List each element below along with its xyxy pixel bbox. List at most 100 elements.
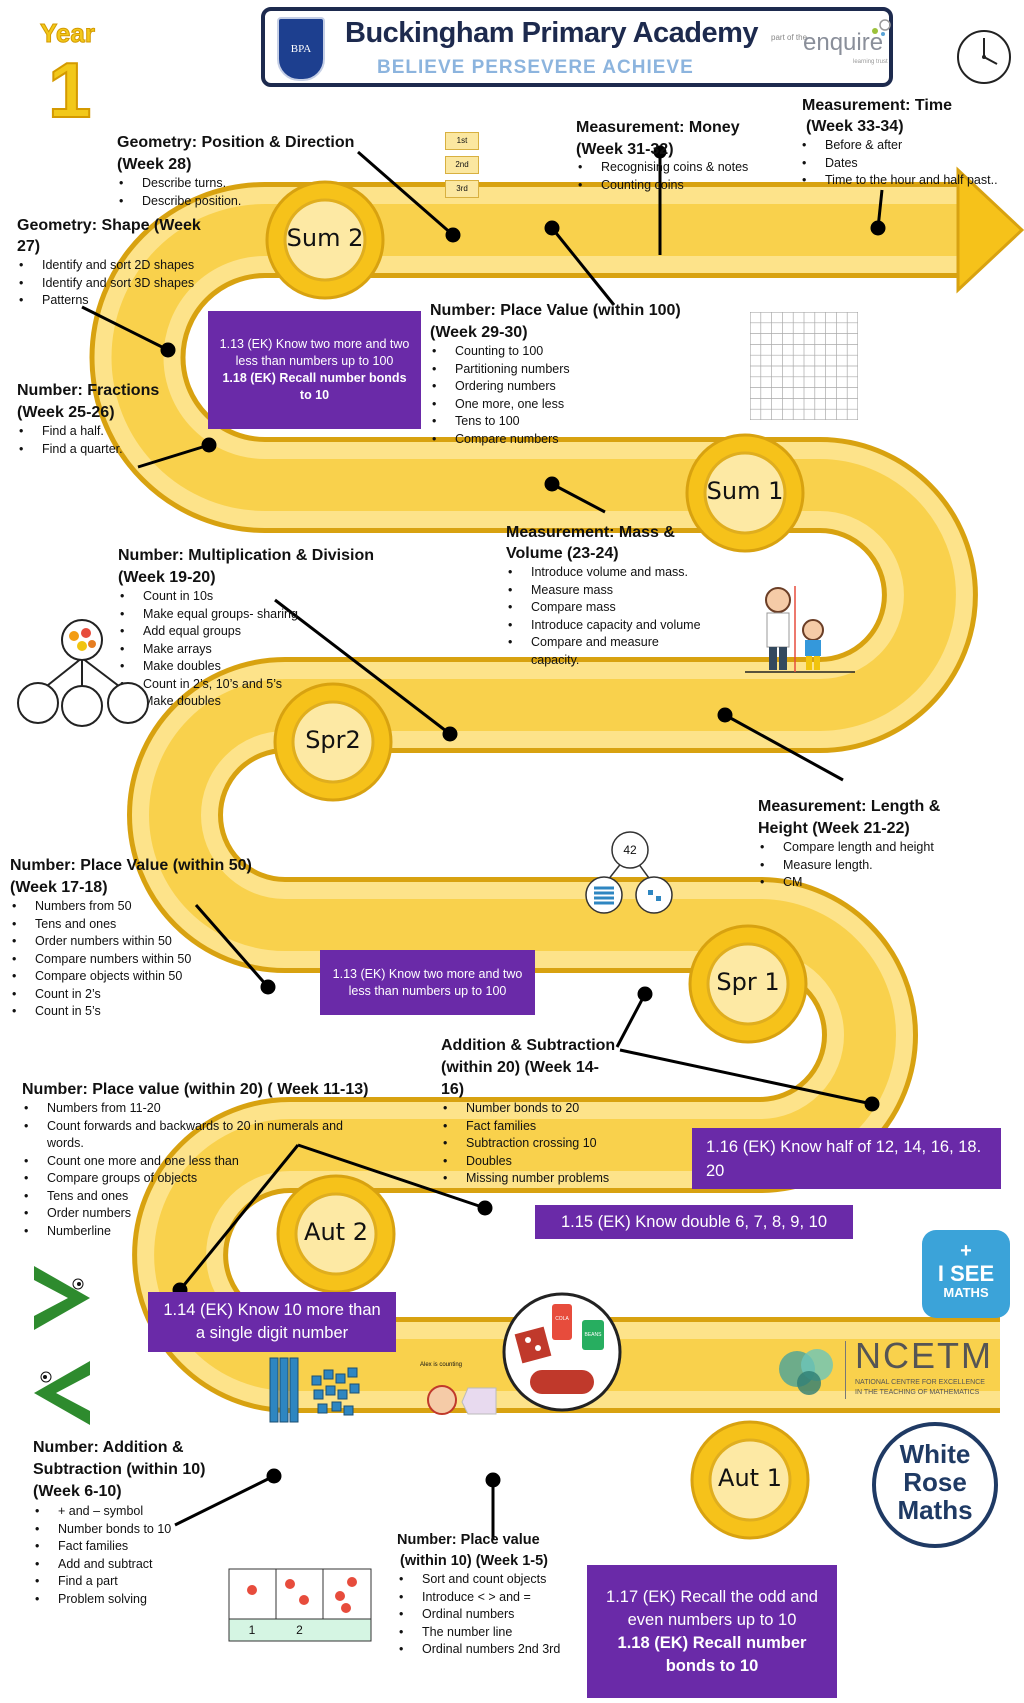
topic-position-title: Geometry: Position & Direction	[117, 134, 355, 151]
partner-small: part of the	[771, 33, 808, 42]
hub-sum1: Sum 1	[706, 477, 784, 505]
topic-mass-list: Introduce volume and mass. Measure mass …	[506, 564, 706, 669]
fruit-part-whole-picture	[10, 618, 155, 733]
list-item: Tens and ones	[10, 916, 230, 934]
list-item: Missing number problems	[441, 1170, 641, 1188]
list-item: Partitioning numbers	[430, 361, 630, 379]
list-item: Count one more and one less than	[22, 1153, 382, 1171]
list-item: Compare numbers	[430, 431, 630, 449]
topic-position-week: (Week 28)	[117, 156, 192, 173]
list-item: Ordering numbers	[430, 378, 630, 396]
topic-addsub20-week2: 16)	[441, 1081, 465, 1098]
white-rose-maths-logo: White Rose Maths	[872, 1422, 998, 1548]
objective-box-2: 1.13 (EK) Know two more and two less tha…	[320, 950, 535, 1015]
topic-place20-title: Number: Place value (within 20) ( Week 1…	[22, 1081, 369, 1098]
topic-place100-list: Counting to 100 Partitioning numbers Ord…	[430, 343, 630, 448]
list-item: Find a quarter.	[17, 441, 167, 459]
list-item: Number bonds to 20	[441, 1100, 641, 1118]
wrm-line1: White	[899, 1439, 971, 1469]
list-item: Add and subtract	[33, 1556, 203, 1574]
list-item: Introduce < > and =	[397, 1589, 587, 1607]
topic-place10-list: Sort and count objects Introduce < > and…	[397, 1571, 587, 1659]
objective-text: 1.17 (EK) Recall the odd and even number…	[606, 1587, 818, 1629]
topic-mass-week: Volume (23-24)	[506, 545, 619, 562]
isee-line2: MATHS	[943, 1285, 989, 1300]
school-name: Buckingham Primary Academy	[345, 17, 759, 49]
objective-text: 1.13 (EK) Know two more and two less tha…	[332, 966, 523, 998]
list-item: Make arrays	[118, 641, 318, 659]
list-item: Dates	[800, 155, 1022, 173]
list-item: Order numbers	[22, 1205, 382, 1223]
topic-addsub20-week: (within 20) (Week 14-	[441, 1059, 599, 1076]
height-comparison-picture	[745, 582, 855, 679]
list-item: Count in 2’s	[10, 986, 230, 1004]
list-item: Ordinal numbers 2nd 3rd	[397, 1641, 587, 1659]
topic-place10-title: Number: Place value	[397, 1532, 540, 1548]
list-item: Compare length and height	[758, 839, 978, 857]
list-item: Count in 10s	[118, 588, 318, 606]
list-item: Doubles	[441, 1153, 641, 1171]
objective-text: 1.13 (EK) Know two more and two less tha…	[219, 337, 410, 368]
objective-text: 1.14 (EK) Know 10 more than a single dig…	[163, 1301, 381, 1342]
ordinal-card: 2nd	[445, 156, 479, 174]
objective-box-6: 1.17 (EK) Recall the odd and even number…	[587, 1565, 837, 1698]
plus-icon: +	[960, 1240, 972, 1262]
part-whole-number: 42	[623, 843, 637, 857]
topic-money-title: Measurement: Money	[576, 119, 740, 136]
ncetm-title: NCETM	[855, 1335, 993, 1376]
topic-addsub10-title: Number: Addition &	[33, 1439, 184, 1456]
part-whole-42-picture: 42	[582, 830, 677, 915]
year-label: Year	[40, 18, 96, 49]
list-item: Describe position.	[117, 193, 277, 211]
topic-fractions-list: Find a half. Find a quarter.	[17, 423, 167, 458]
topic-place10-week: (within 10) (Week 1-5)	[400, 1553, 548, 1569]
ncetm-logo: NCETM NATIONAL CENTRE FOR EXCELLENCE IN …	[775, 1335, 1015, 1405]
list-item: Counting to 100	[430, 343, 630, 361]
hub-spr2: Spr2	[305, 726, 361, 754]
list-item: Sort and count objects	[397, 1571, 587, 1589]
groceries-picture: COLA BEANS	[500, 1290, 624, 1414]
list-item: Compare mass	[506, 599, 706, 617]
topic-length-week: Height (Week 21-22)	[758, 820, 910, 837]
list-item: One more, one less	[430, 396, 630, 414]
topic-place50-title: Number: Place Value (within 50)	[10, 857, 252, 874]
list-item: Numbers from 11-20	[22, 1100, 382, 1118]
partner-logo: enquire	[803, 29, 884, 56]
list-item: Add equal groups	[118, 623, 318, 641]
list-item: Patterns	[17, 292, 217, 310]
list-item: CM	[758, 874, 978, 892]
list-item: The number line	[397, 1624, 587, 1642]
objective-box-5: 1.14 (EK) Know 10 more than a single dig…	[148, 1292, 396, 1352]
list-item: Numberline	[22, 1223, 382, 1241]
ordinal-card: 1st	[445, 132, 479, 150]
topic-length-title: Measurement: Length &	[758, 798, 941, 815]
list-item: Make equal groups- sharing	[118, 606, 318, 624]
topic-place100-week: (Week 29-30)	[430, 324, 528, 341]
list-item: Describe turns.	[117, 175, 277, 193]
school-crest: BPA	[277, 17, 325, 81]
topic-money-list: Recognising coins & notes Counting coins	[576, 159, 786, 194]
list-item: Subtraction crossing 10	[441, 1135, 641, 1153]
list-item: Measure length.	[758, 857, 978, 875]
list-item: + and – symbol	[33, 1503, 203, 1521]
list-item: Compare objects within 50	[10, 968, 230, 986]
crocodile-less-than-icon	[30, 1355, 94, 1436]
list-item: Recognising coins & notes	[576, 159, 786, 177]
list-item: Fact families	[441, 1118, 641, 1136]
topic-place50-week: (Week 17-18)	[10, 879, 108, 896]
crocodile-greater-than-icon	[30, 1260, 94, 1341]
hundred-square	[749, 311, 859, 425]
objective-text-bold: 1.18 (EK) Recall number bonds to 10	[617, 1633, 807, 1675]
ncetm-divider	[845, 1341, 846, 1399]
list-item: Measure mass	[506, 582, 706, 600]
list-item: Compare numbers within 50	[10, 951, 230, 969]
topic-length-list: Compare length and height Measure length…	[758, 839, 978, 892]
topic-addsub20-list: Number bonds to 20 Fact families Subtrac…	[441, 1100, 641, 1188]
isee-line1: I SEE	[937, 1261, 995, 1286]
topic-mass-title: Measurement: Mass &	[506, 524, 675, 541]
ncetm-sub1: NATIONAL CENTRE FOR EXCELLENCE	[855, 1379, 985, 1386]
topic-fractions-title: Number: Fractions	[17, 382, 160, 399]
list-item: Identify and sort 3D shapes	[17, 275, 217, 293]
topic-shape-list: Identify and sort 2D shapes Identify and…	[17, 257, 217, 310]
alex-caption: Alex is counting	[420, 1362, 463, 1368]
